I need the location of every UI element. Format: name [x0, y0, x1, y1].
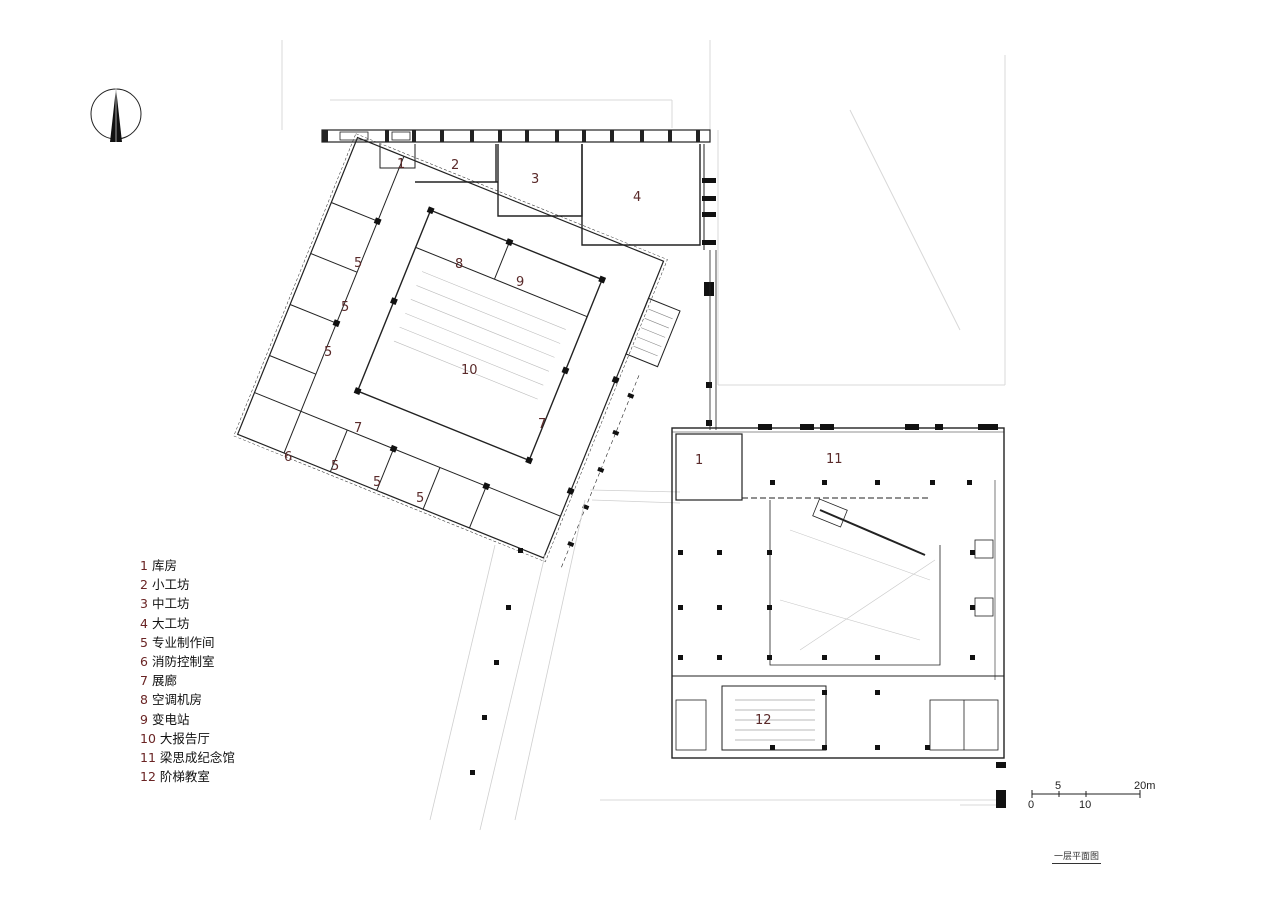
- room-label: 1: [695, 453, 703, 468]
- room-label: 12: [755, 713, 772, 728]
- room-label: 7: [354, 421, 362, 436]
- workshop-wing: [321, 129, 717, 430]
- drawing-caption: 一层平面图: [1052, 849, 1102, 864]
- memorial-building: [671, 424, 1006, 808]
- room-label: 2: [451, 158, 459, 173]
- room-label: 6: [284, 450, 292, 465]
- room-label: 5: [373, 475, 381, 490]
- room-label: 3: [531, 172, 539, 187]
- room-label: 5: [331, 459, 339, 474]
- room-label: 5: [354, 256, 362, 271]
- scale-bar: 0 5 10 20m: [1028, 780, 1155, 811]
- room-label: 5: [416, 491, 424, 506]
- site-lines: [281, 40, 1006, 806]
- scale-label-20: 20m: [1134, 780, 1155, 792]
- room-label: 9: [516, 275, 524, 290]
- walkway: [429, 489, 681, 831]
- room-labels: 1 2 3 4 5 5 5 5 5 5 6 7 7 8 9 10 1 11 12: [284, 157, 843, 728]
- walkway-columns: [470, 548, 523, 775]
- scale-label-10: 10: [1079, 799, 1091, 811]
- north-arrow-icon: [90, 88, 142, 142]
- room-label: 7: [538, 417, 546, 432]
- room-label: 11: [826, 452, 843, 467]
- room-label: 8: [455, 257, 463, 272]
- main-building: [233, 133, 681, 571]
- room-label: 5: [341, 300, 349, 315]
- scale-label-0: 0: [1028, 799, 1034, 811]
- room-label: 5: [324, 345, 332, 360]
- room-label: 4: [633, 190, 641, 205]
- scale-label-5: 5: [1055, 780, 1061, 792]
- room-label: 10: [461, 363, 478, 378]
- room-label: 1: [397, 157, 405, 172]
